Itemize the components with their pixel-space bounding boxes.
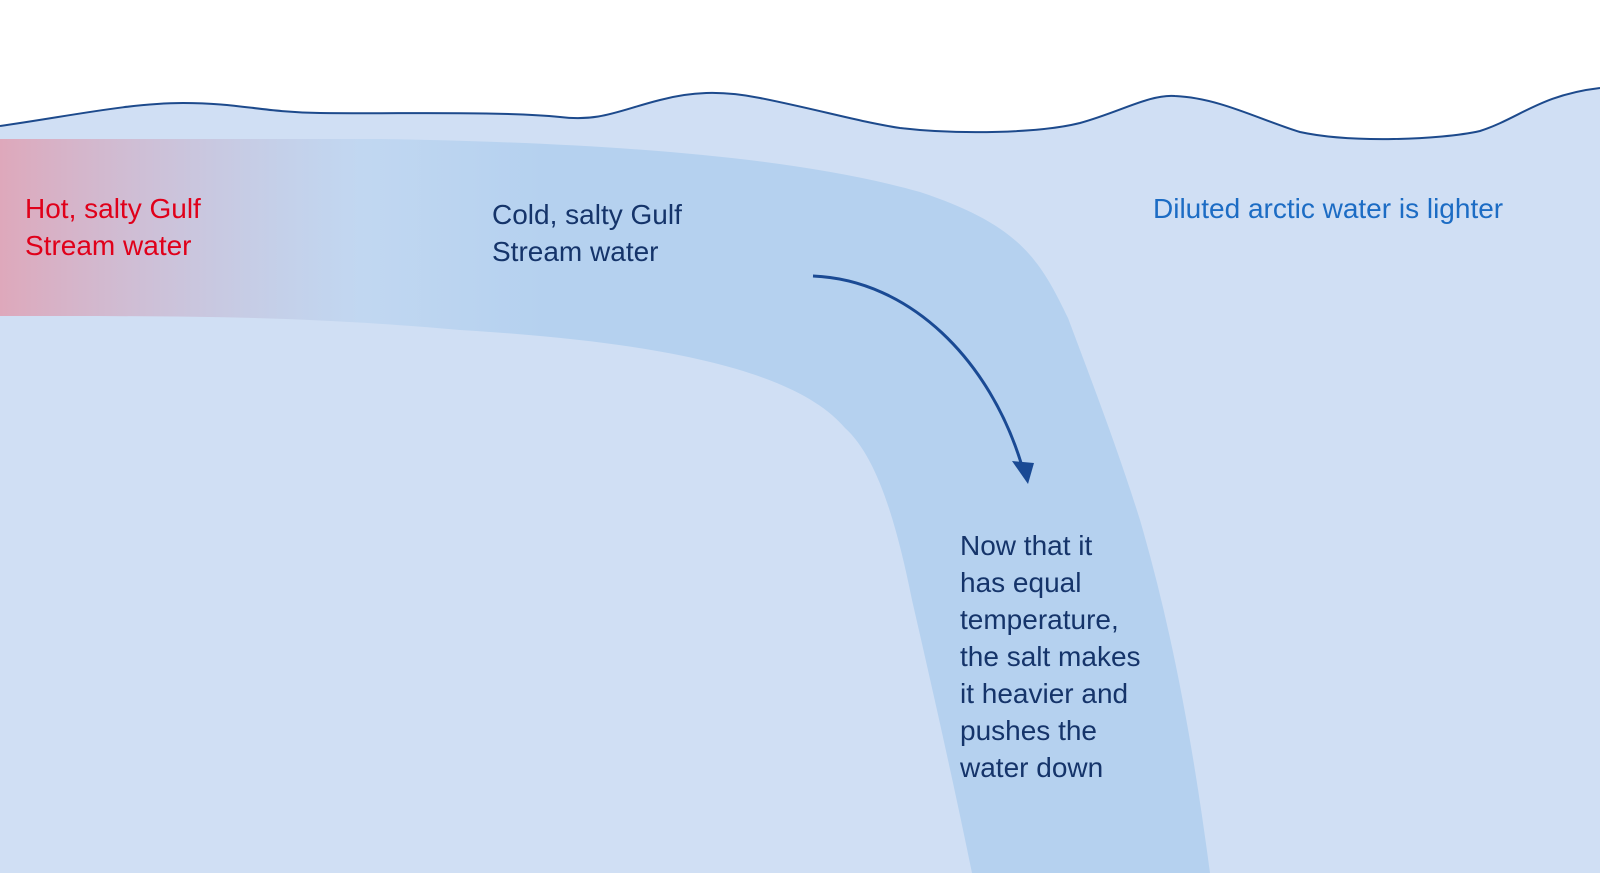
water-surface-line <box>0 87 1600 141</box>
arrow-head <box>1012 461 1034 484</box>
hot-water-label: Hot, salty Gulf Stream water <box>25 193 201 261</box>
sinking-explanation-label: Now that it has equal temperature, the s… <box>960 530 1141 783</box>
arrow-curve <box>812 274 1024 467</box>
gulf-stream-current <box>0 139 1210 873</box>
arctic-water-label: Diluted arctic water is lighter <box>1153 193 1504 224</box>
cold-water-label: Cold, salty Gulf Stream water <box>492 199 682 267</box>
sinking-arrow <box>812 274 1034 484</box>
